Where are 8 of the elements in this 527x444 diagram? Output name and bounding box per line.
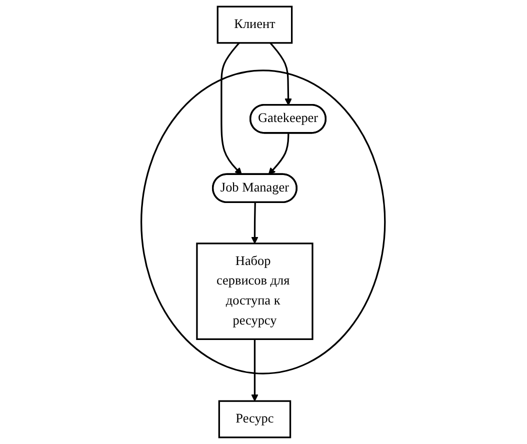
arrow	[251, 339, 259, 402]
arrow	[251, 202, 259, 244]
arrow	[270, 42, 292, 106]
node-box: Ресурс	[218, 400, 292, 438]
arrow	[221, 42, 242, 175]
node-box: Клиент	[217, 6, 294, 44]
node-box: Набор сервисов для доступа к ресурсу	[196, 242, 314, 340]
arrow	[268, 133, 290, 175]
